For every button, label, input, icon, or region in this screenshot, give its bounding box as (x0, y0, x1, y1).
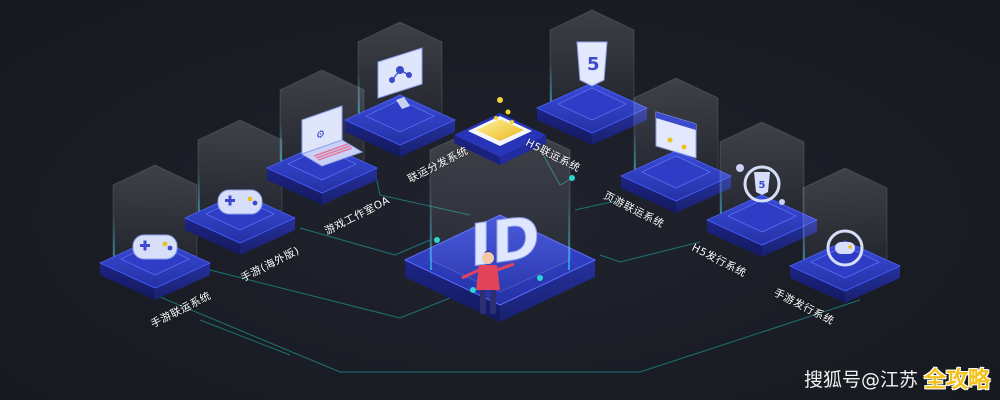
link-line-0 (99, 271, 500, 373)
platform-side-right (592, 108, 647, 145)
svg-text:5: 5 (587, 54, 600, 75)
link-line-6 (599, 241, 701, 263)
platform-side-left (537, 108, 592, 145)
platform-module-7[interactable] (789, 167, 901, 303)
gamepad-icon (217, 189, 263, 215)
platform-side-left (267, 168, 322, 205)
link-line-7 (500, 299, 861, 373)
platform-side-left (707, 220, 762, 257)
platform-module-2[interactable]: ⚙ (266, 69, 378, 205)
monitor-network-icon (377, 47, 423, 109)
central-side-left (405, 260, 500, 322)
platform-module-4[interactable]: 5 (536, 9, 648, 145)
html5-badge-icon: 5 (736, 164, 785, 205)
central-side-right (500, 260, 595, 322)
platform-side-right (322, 168, 377, 205)
svg-text:⚙: ⚙ (316, 127, 325, 142)
platform-side-left (621, 176, 676, 213)
platform-side-right (845, 266, 900, 303)
html5-icon: 5 (576, 41, 608, 87)
gamepad-badge-icon (826, 229, 864, 267)
platform-side-left (345, 120, 400, 157)
platform-side-left (100, 263, 155, 300)
platform-side-right (400, 120, 455, 157)
watermark-badge: 全攻略 (923, 368, 990, 393)
chip-icon (454, 113, 546, 165)
svg-text:5: 5 (759, 180, 766, 191)
link-line-2 (299, 227, 431, 256)
link-node-0 (434, 237, 440, 243)
watermark-text: 搜狐号@江苏 (803, 369, 918, 391)
spark-dot-3 (510, 120, 514, 124)
spark-dot-0 (497, 97, 503, 103)
person-icon (461, 250, 515, 314)
platform-side-right (240, 218, 295, 255)
platform-module-5[interactable] (620, 77, 732, 213)
platform-module-6[interactable]: 5 (706, 121, 818, 257)
platform-side-right (155, 263, 210, 300)
link-node-1 (470, 287, 476, 293)
platform-module-3[interactable] (344, 21, 456, 157)
link-node-3 (569, 175, 575, 181)
browser-window-icon (655, 111, 697, 159)
platform-side-right (676, 176, 731, 213)
spark-dot-1 (505, 109, 511, 115)
platform-module-1[interactable] (184, 119, 296, 255)
link-line-8 (199, 319, 291, 356)
gamepad-icon (132, 234, 178, 260)
link-node-2 (537, 275, 543, 281)
link-line-1 (209, 269, 471, 319)
spark-dot-2 (494, 116, 498, 120)
watermark: 搜狐号@江苏 全攻略 (803, 365, 990, 393)
laptop-oa-icon: ⚙ (300, 105, 364, 167)
link-line-5 (574, 199, 621, 211)
platform-side-left (790, 266, 845, 303)
platform-side-left (185, 218, 240, 255)
platform-module-0[interactable] (99, 164, 211, 300)
central-platform[interactable]: ID (403, 97, 597, 322)
